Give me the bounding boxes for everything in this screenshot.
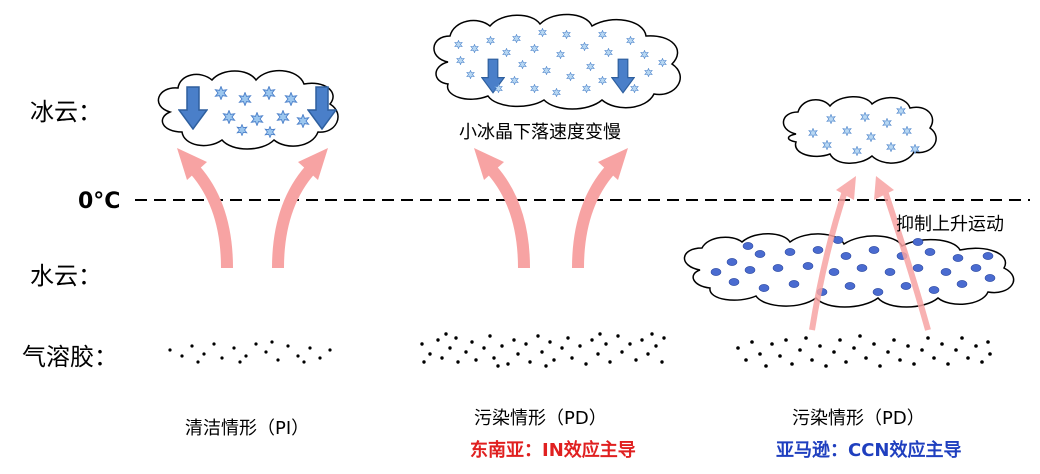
aerosol-dots-polluted-amazon [736,334,992,368]
scenario-amazon-title: 污染情形（PD） [792,408,925,429]
cloud-droplets-amazon [710,236,996,296]
zero-degree-label: 0°C [78,189,121,214]
updraft-arrow-icon [177,148,227,268]
updraft-arrow-icon [874,176,931,331]
aerosol-dots-polluted-se-asia [420,332,666,368]
ice-cloud-clean [157,69,339,150]
water-cloud-amazon [683,233,1015,308]
slow-fall-annotation: 小冰晶下落速度变慢 [459,122,621,143]
aerosol-label: 气溶胶： [22,343,118,371]
updraft-arrow-icon [278,148,328,268]
scenario-amazon-subtitle: 亚马逊：CCN效应主导 [776,440,962,461]
scenario-se-asia-title: 污染情形（PD） [474,408,607,429]
scenario-clean-title: 清洁情形（PI） [185,418,310,439]
updraft-arrow-icon [474,148,524,268]
aerosol-dots-clean [168,340,332,364]
updraft-arrow-icon [578,148,628,268]
suppress-updraft-annotation: 抑制上升运动 [896,214,1004,235]
updraft-arrow-icon [809,176,856,331]
scenario-se-asia-subtitle: 东南亚：IN效应主导 [470,440,636,461]
ice-cloud-label: 冰云： [30,98,102,126]
water-cloud-label: 水云： [30,262,102,290]
